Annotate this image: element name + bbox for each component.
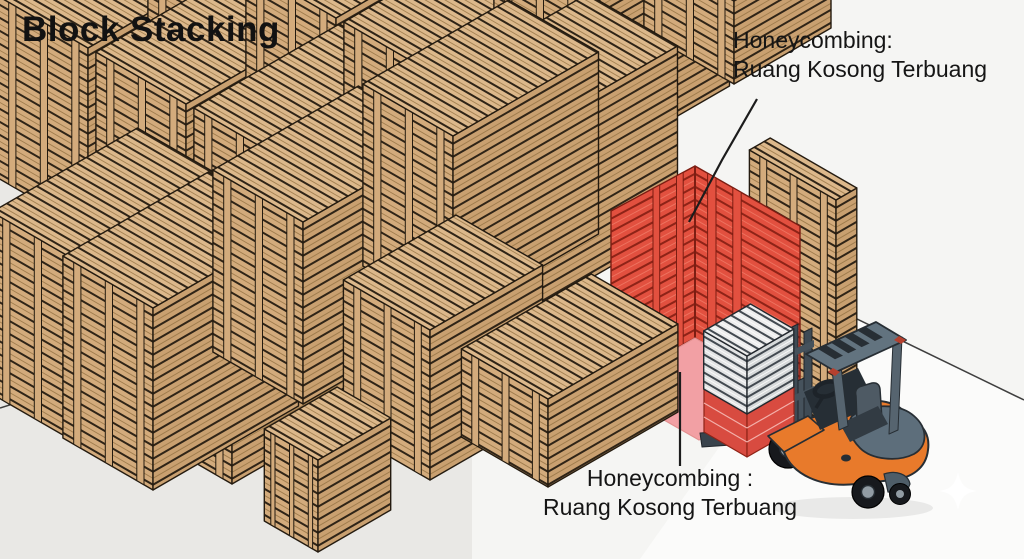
pallet-stack — [703, 303, 795, 415]
lone-pallet-stack — [263, 386, 392, 553]
sparkle-icon — [939, 472, 977, 510]
pallet-stack — [263, 386, 392, 553]
annotation-top-line1: Honeycombing: — [733, 27, 893, 53]
annotation-bottom-line2: Ruang Kosong Terbuang — [542, 494, 798, 520]
pallet-stack — [460, 273, 679, 488]
annotation-top-line2: Ruang Kosong Terbuang — [733, 56, 988, 82]
leader-line-top — [688, 98, 758, 223]
carried-pallet-stack — [703, 303, 795, 458]
annotation-honeycombing-bottom: Honeycombing : Ruang Kosong Terbuang — [500, 464, 840, 522]
pallet-stack — [643, 0, 832, 85]
page-title: Block Stacking — [22, 10, 280, 49]
annotation-bottom-line1: Honeycombing : — [586, 465, 754, 491]
forklift-body — [767, 321, 930, 509]
annotation-honeycombing-top: Honeycombing: Ruang Kosong Terbuang — [733, 26, 987, 84]
